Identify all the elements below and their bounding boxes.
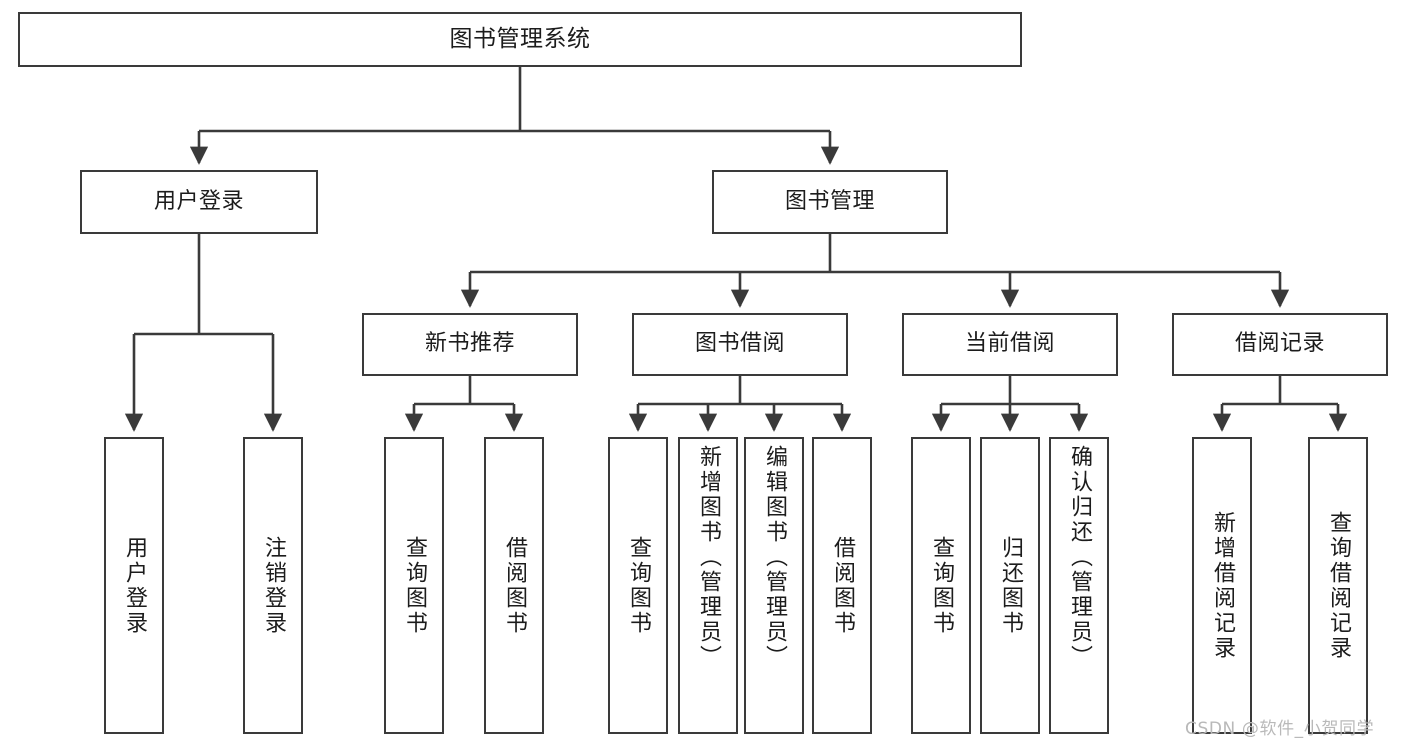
leaf-user-login[interactable]: 用户登录 (104, 437, 164, 734)
leaf-confirm-return-admin[interactable]: 确认归还（管理员） (1049, 437, 1109, 734)
watermark-text: CSDN @软件_小贺同学 (1185, 719, 1375, 739)
leaf-return-book[interactable]: 归还图书 (980, 437, 1040, 734)
node-label: 注销登录 (261, 535, 286, 636)
leaf-borrow-book-newbook[interactable]: 借阅图书 (484, 437, 544, 734)
leaf-query-book-currentborrow[interactable]: 查询图书 (911, 437, 971, 734)
node-label: 新书推荐 (424, 331, 515, 357)
leaf-borrow-book-bookborrow[interactable]: 借阅图书 (812, 437, 872, 734)
node-book-management[interactable]: 图书管理 (712, 170, 948, 234)
leaf-query-borrow-record[interactable]: 查询借阅记录 (1308, 437, 1368, 734)
node-label: 借阅记录 (1234, 331, 1325, 357)
leaf-edit-book-admin[interactable]: 编辑图书（管理员） (744, 437, 804, 734)
node-label: 归还图书 (998, 535, 1023, 636)
node-label: 确认归还（管理员） (1067, 445, 1092, 670)
node-label: 查询借阅记录 (1326, 510, 1351, 661)
leaf-add-borrow-record[interactable]: 新增借阅记录 (1192, 437, 1252, 734)
leaf-query-book-bookborrow[interactable]: 查询图书 (608, 437, 668, 734)
node-label: 图书借阅 (694, 331, 785, 357)
node-user-login[interactable]: 用户登录 (80, 170, 318, 234)
node-label: 当前借阅 (964, 331, 1055, 357)
node-label: 新增图书（管理员） (696, 445, 721, 670)
node-label: 查询图书 (929, 535, 954, 636)
node-label: 借阅图书 (502, 535, 527, 636)
leaf-query-book-newbook[interactable]: 查询图书 (384, 437, 444, 734)
node-label: 用户登录 (122, 535, 147, 636)
leaf-add-book-admin[interactable]: 新增图书（管理员） (678, 437, 738, 734)
node-label: 图书管理系统 (449, 25, 591, 52)
node-label: 图书管理 (784, 188, 875, 214)
node-book-borrow[interactable]: 图书借阅 (632, 313, 848, 376)
node-label: 查询图书 (626, 535, 651, 636)
node-label: 用户登录 (153, 188, 244, 214)
node-label: 查询图书 (402, 535, 427, 636)
node-borrow-record[interactable]: 借阅记录 (1172, 313, 1388, 376)
node-current-borrow[interactable]: 当前借阅 (902, 313, 1118, 376)
node-label: 新增借阅记录 (1210, 510, 1235, 661)
leaf-logout[interactable]: 注销登录 (243, 437, 303, 734)
node-label: 编辑图书（管理员） (762, 445, 787, 670)
node-root-book-management-system[interactable]: 图书管理系统 (18, 12, 1022, 67)
node-label: 借阅图书 (830, 535, 855, 636)
node-new-book-recommendation[interactable]: 新书推荐 (362, 313, 578, 376)
